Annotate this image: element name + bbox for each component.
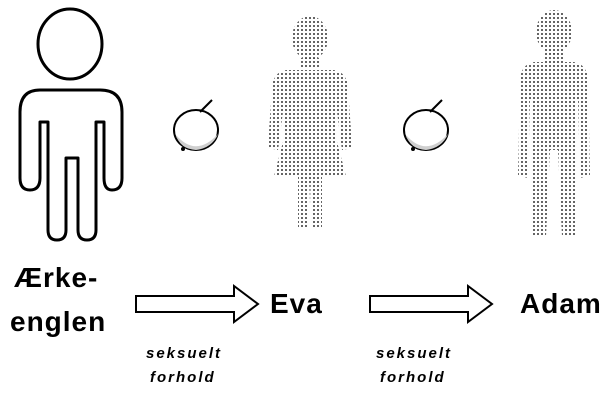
eva-label: Eva [270, 288, 323, 319]
relation2-line1: seksuelt [376, 345, 453, 362]
adam-figure [518, 10, 590, 236]
relation1-line2: forhold [150, 369, 216, 386]
relation2-line2: forhold [380, 369, 446, 386]
archangel-label-line1: Ærke- [14, 262, 99, 293]
eva-figure [268, 16, 352, 228]
archangel-head [36, 7, 104, 81]
archangel-figure [18, 7, 124, 242]
arrow-right-icon [135, 284, 260, 324]
archangel-label-line2: englen [10, 306, 107, 337]
relation1-line1: seksuelt [146, 345, 223, 362]
adam-label: Adam [520, 288, 602, 319]
apple-icon [403, 99, 449, 151]
apple-icon [173, 99, 219, 151]
archangel-body [18, 88, 124, 242]
arrow-right-icon [369, 284, 494, 324]
